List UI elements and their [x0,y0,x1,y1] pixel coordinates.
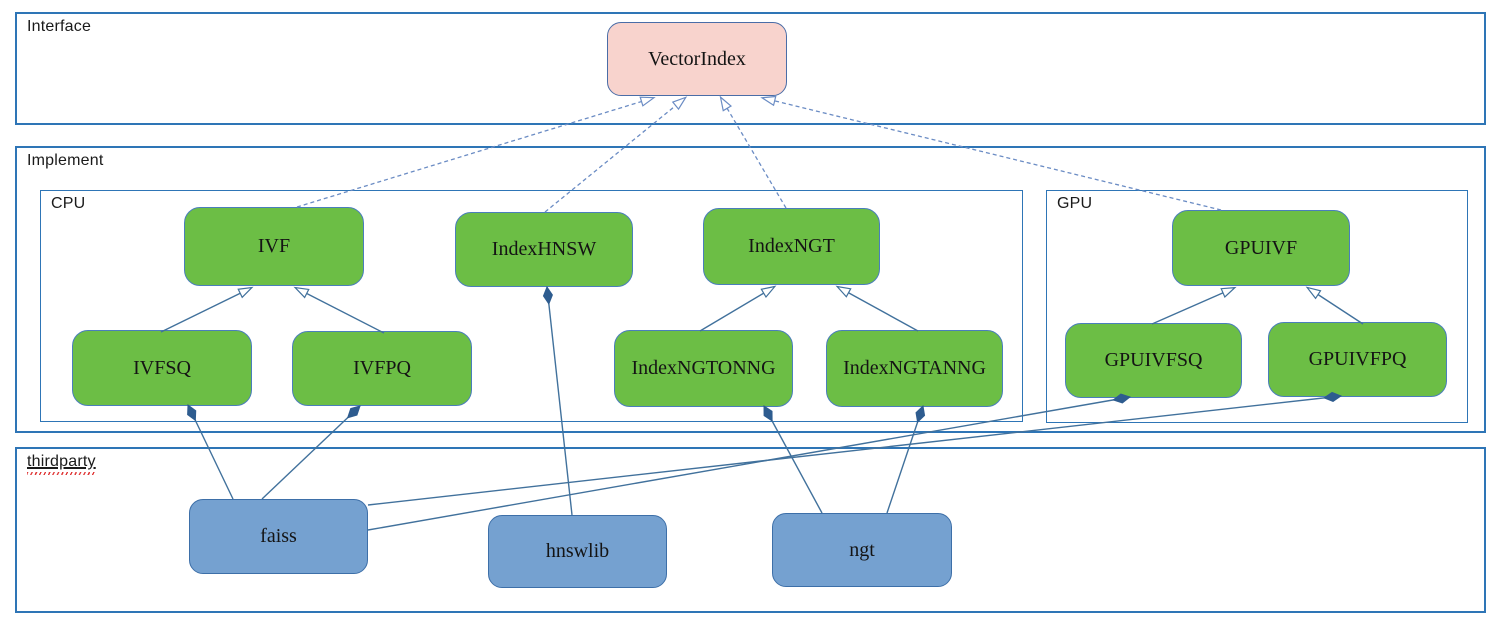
node-label-indexhnsw: IndexHNSW [491,238,597,260]
node-ivfsq: IVFSQ [72,330,252,406]
node-hnswlib: hnswlib [488,515,667,588]
node-label-ivfpq: IVFPQ [353,357,411,379]
node-label-hnswlib: hnswlib [545,540,610,562]
group-label-gpu: GPU [1057,195,1093,212]
node-label-ivfsq: IVFSQ [133,356,191,379]
node-indexngtonng: IndexNGTONNG [614,330,793,407]
node-ngt: ngt [772,513,952,587]
node-label-indexngt: IndexNGT [748,235,835,257]
node-gpuivfpq: GPUIVFPQ [1268,322,1447,397]
node-indexhnsw: IndexHNSW [455,212,633,287]
node-gpuivfsq: GPUIVFSQ [1065,323,1242,398]
node-vectorindex: VectorIndex [607,22,787,96]
node-gpuivf: GPUIVF [1172,210,1350,286]
node-label-indexngtanng: IndexNGTANNG [843,357,986,379]
node-label-ngt: ngt [849,538,875,561]
group-label-cpu: CPU [51,195,86,212]
node-label-gpuivfpq: GPUIVFPQ [1308,348,1407,370]
node-label-gpuivfsq: GPUIVFSQ [1104,349,1203,371]
group-label-thirdparty: thirdparty [27,453,96,475]
group-label-implement: Implement [27,152,104,169]
node-label-ivf: IVF [257,235,291,257]
node-ivf: IVF [184,207,364,286]
node-indexngt: IndexNGT [703,208,880,285]
node-faiss: faiss [189,499,368,574]
node-label-vectorindex: VectorIndex [648,47,746,70]
node-label-indexngtonng: IndexNGTONNG [631,357,776,379]
node-label-faiss: faiss [260,525,297,547]
node-indexngtanng: IndexNGTANNG [826,330,1003,407]
group-label-interface: Interface [27,18,92,35]
node-label-gpuivf: GPUIVF [1224,236,1298,259]
node-ivfpq: IVFPQ [292,331,472,406]
